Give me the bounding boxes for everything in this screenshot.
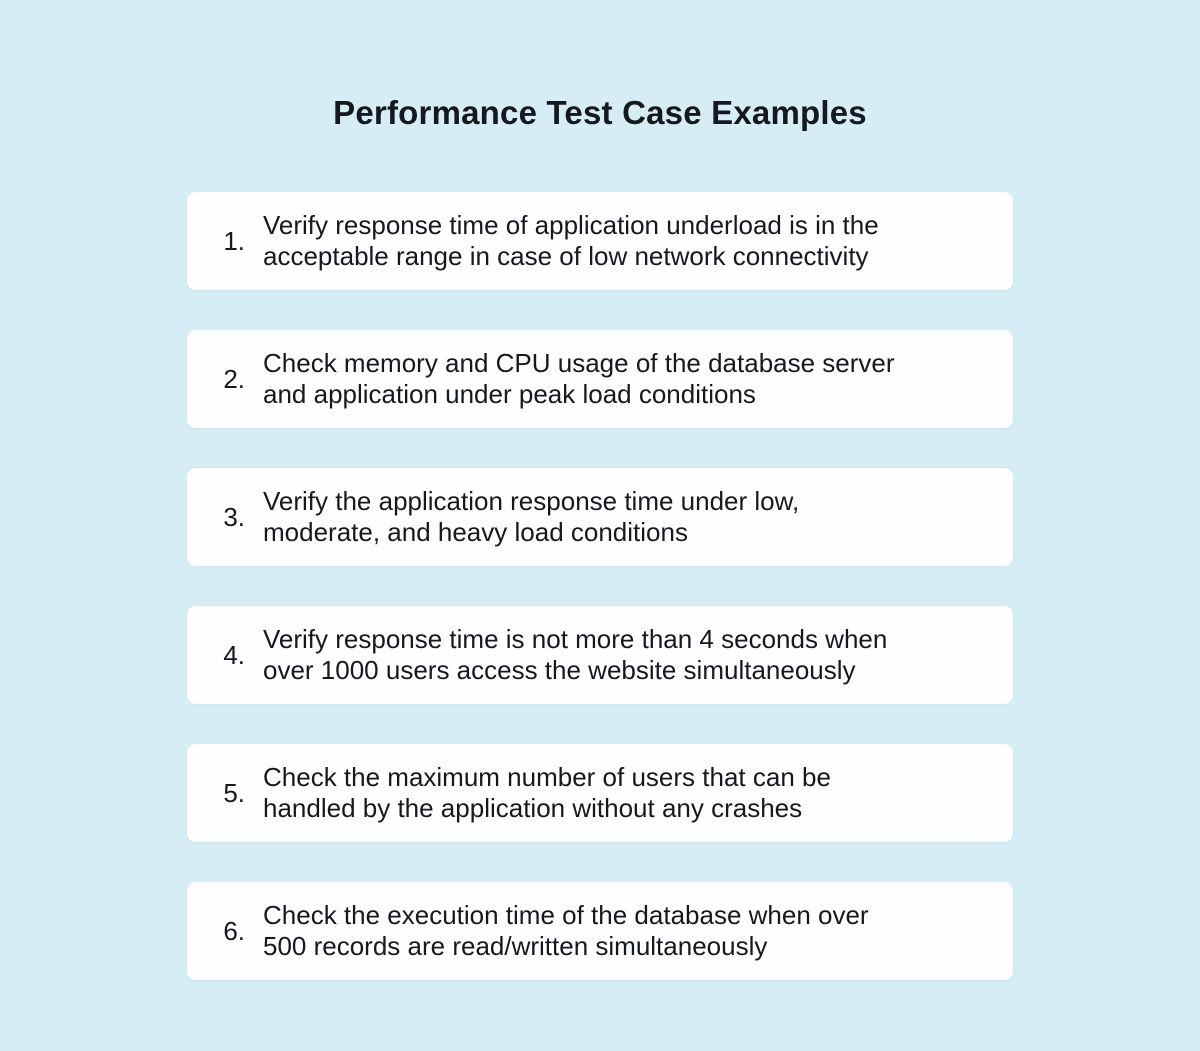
item-text: Check memory and CPU usage of the databa… [263,348,895,409]
item-text: Verify response time of application unde… [263,210,879,271]
test-case-list: 1. Verify response time of application u… [187,192,1013,980]
test-case-card-6: 6. Check the execution time of the datab… [187,882,1013,980]
item-number: 5. [223,777,245,808]
page-title: Performance Test Case Examples [333,94,867,131]
item-text: Verify the application response time und… [263,486,800,547]
item-text: Check the execution time of the database… [263,900,869,961]
test-case-card-2: 2. Check memory and CPU usage of the dat… [187,330,1013,428]
item-number: 2. [223,363,245,394]
test-case-card-4: 4. Verify response time is not more than… [187,606,1013,704]
item-text: Check the maximum number of users that c… [263,762,831,823]
item-number: 6. [223,915,245,946]
item-number: 3. [223,501,245,532]
item-number: 4. [223,639,245,670]
test-case-card-3: 3. Verify the application response time … [187,468,1013,566]
test-case-card-1: 1. Verify response time of application u… [187,192,1013,290]
item-number: 1. [223,225,245,256]
item-text: Verify response time is not more than 4 … [263,624,888,685]
test-case-card-5: 5. Check the maximum number of users tha… [187,744,1013,842]
